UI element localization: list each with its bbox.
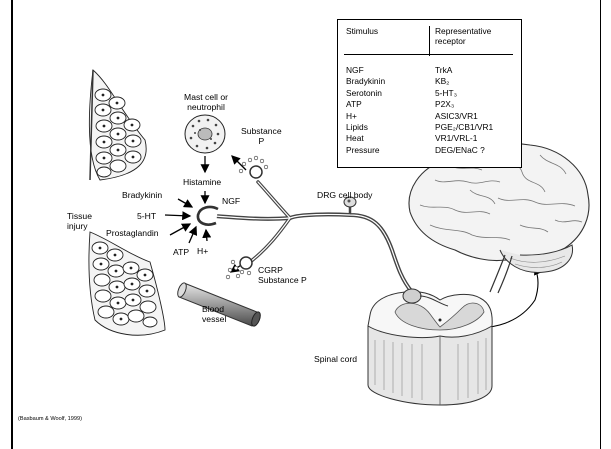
table-cell-stimulus: Heat — [346, 133, 385, 144]
table-cell-stimulus: Pressure — [346, 145, 385, 156]
table-cell-receptor: VR1/VRL-1 — [435, 133, 493, 144]
table-header-rule — [344, 54, 513, 55]
table-cell-stimulus: NGF — [346, 65, 385, 76]
label-histamine: Histamine — [183, 177, 221, 187]
mast-cell — [185, 115, 225, 153]
label-mast-cell: Mast cell or neutrophil — [176, 92, 236, 112]
tissue-cells-top — [89, 70, 146, 180]
label-blood-vessel: Blood vessel — [202, 304, 226, 324]
table-cell-receptor: PGE₂/CB1/VR1 — [435, 122, 493, 133]
label-cgrp-substance-p: CGRP Substance P — [258, 265, 307, 285]
table-header-receptor: Representative receptor — [435, 26, 491, 46]
table-column-divider — [429, 26, 430, 56]
table-cell-stimulus: Bradykinin — [346, 76, 385, 87]
label-tissue-injury: Tissue injury — [67, 211, 92, 231]
table-cell-receptor: DEG/ENaC ? — [435, 145, 493, 156]
table-header-stimulus: Stimulus — [346, 26, 378, 36]
label-bradykinin: Bradykinin — [122, 190, 162, 200]
label-atp: ATP — [173, 247, 189, 257]
table-cell-stimulus: Lipids — [346, 122, 385, 133]
nerve-fibers-highlight — [215, 182, 412, 292]
tissue-cells-bottom — [89, 232, 165, 335]
table-cell-receptor: 5-HT₃ — [435, 88, 493, 99]
label-ngf: NGF — [222, 196, 240, 206]
label-prostaglandin: Prostaglandin — [106, 228, 159, 238]
table-cell-receptor: KB₂ — [435, 76, 493, 87]
vesicles-cgrp — [226, 257, 252, 279]
nerve-terminal — [198, 207, 218, 225]
table-receptor-column: TrkA KB₂ 5-HT₃ P2X₃ ASIC3/VR1 PGE₂/CB1/V… — [435, 65, 493, 156]
table-cell-receptor: TrkA — [435, 65, 493, 76]
stimulus-receptor-table: Stimulus Representative receptor NGF Bra… — [337, 19, 522, 168]
label-h-plus: H+ — [197, 246, 208, 256]
table-cell-stimulus: ATP — [346, 99, 385, 110]
spinal-cord-section — [368, 289, 492, 405]
table-stimulus-column: NGF Bradykinin Serotonin ATP H+ Lipids H… — [346, 65, 385, 156]
citation: (Basbaum & Woolf, 1999) — [18, 416, 82, 423]
table-cell-stimulus: H+ — [346, 111, 385, 122]
table-cell-stimulus: Serotonin — [346, 88, 385, 99]
table-cell-receptor: ASIC3/VR1 — [435, 111, 493, 122]
nerve-fibers — [215, 182, 412, 292]
label-5ht: 5-HT — [137, 211, 156, 221]
label-substance-p-top: Substance P — [241, 126, 282, 146]
table-cell-receptor: P2X₃ — [435, 99, 493, 110]
label-drg-cell-body: DRG cell body — [317, 190, 372, 200]
label-spinal-cord: Spinal cord — [314, 354, 357, 364]
